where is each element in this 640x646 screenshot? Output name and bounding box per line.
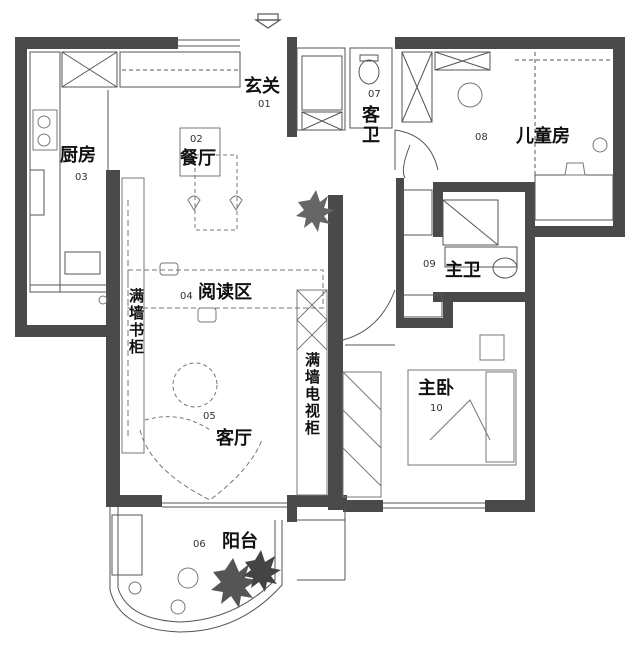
room-name-kitchen: 厨房 [60, 145, 96, 166]
room-number-guest-bath: 07 [368, 89, 381, 100]
room-name-balcony: 阳台 [222, 531, 258, 552]
plant-icon [211, 190, 334, 608]
tv-wall-label: 满墙电视柜 [303, 352, 321, 437]
furniture [32, 82, 608, 615]
room-number-entrance: 01 [258, 99, 271, 110]
room-name-reading: 阅读区 [198, 282, 252, 303]
bookshelf-wall-label: 满墙书柜 [127, 288, 145, 356]
room-number-living: 05 [203, 411, 216, 422]
walls [15, 37, 625, 522]
room-number-balcony: 06 [193, 539, 206, 550]
room-name-master-bedroom: 主卧 [418, 378, 454, 399]
room-number-master-bedroom: 10 [430, 403, 443, 414]
room-number-master-bath: 09 [423, 259, 436, 270]
architectural-lines [29, 39, 615, 633]
room-number-dining: 02 [190, 134, 203, 145]
room-name-entrance: 玄关 [244, 76, 280, 97]
room-name-kids-room: 儿童房 [516, 126, 570, 147]
room-number-kids-room: 08 [475, 132, 488, 143]
entrance-arrow-icon [254, 13, 282, 29]
room-number-reading: 04 [180, 291, 193, 302]
room-name-living: 客厅 [216, 428, 252, 449]
room-name-dining: 餐厅 [180, 148, 216, 169]
room-name-guest-bath: 客卫 [359, 105, 380, 145]
room-number-kitchen: 03 [75, 172, 88, 183]
room-name-master-bath: 主卫 [445, 260, 481, 281]
